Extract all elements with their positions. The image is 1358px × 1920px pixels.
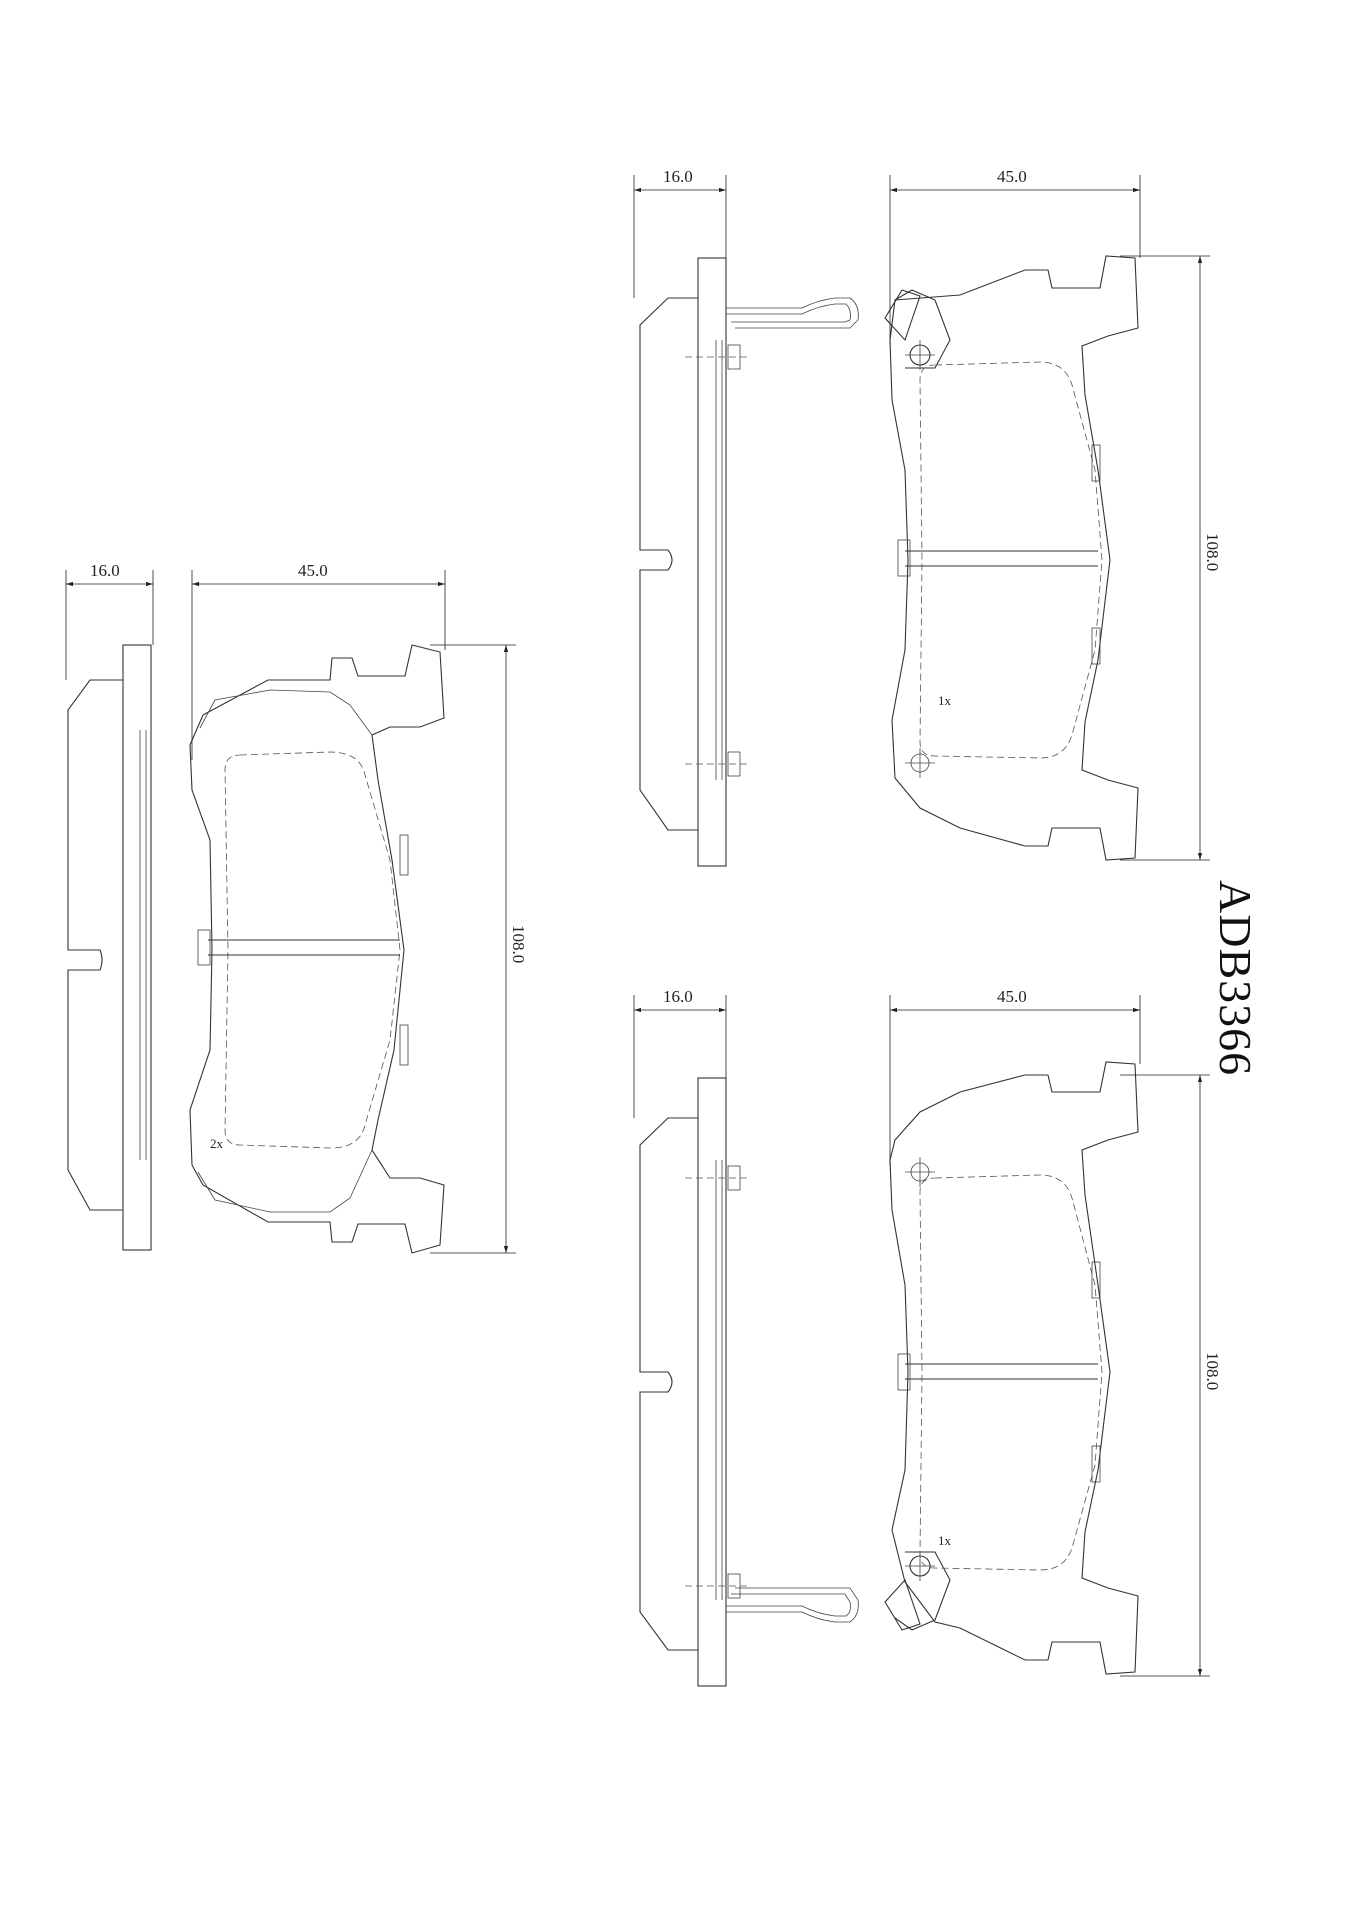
view-top-right-pad: 1x 16.0 45.0 108.0 xyxy=(633,167,1222,867)
side-profile-top-right xyxy=(639,257,859,867)
quantity-label-left: 2x xyxy=(210,1136,224,1151)
side-profile-left xyxy=(67,644,152,1251)
dim-height-top-right: 108.0 xyxy=(1203,533,1222,571)
quantity-label-top-right: 1x xyxy=(938,693,952,708)
pad-face-top-right: 1x xyxy=(884,255,1139,861)
dimensions-left: 16.0 45.0 108.0 xyxy=(65,561,528,1254)
dim-thickness-top-right: 16.0 xyxy=(663,167,693,186)
part-number: ADB3366 xyxy=(1210,880,1261,1077)
pad-face-bottom-right: 1x xyxy=(884,1061,1139,1675)
dim-height-left: 108.0 xyxy=(509,925,528,963)
view-bottom-right-pad: 1x 16.0 45.0 108.0 xyxy=(633,987,1222,1687)
pad-face-left: 2x xyxy=(189,644,445,1254)
dimensions-bottom-right: 16.0 45.0 108.0 xyxy=(633,987,1222,1677)
dim-thickness-left: 16.0 xyxy=(90,561,120,580)
dim-width-left: 45.0 xyxy=(298,561,328,580)
dim-height-bottom-right: 108.0 xyxy=(1203,1352,1222,1390)
dim-width-bottom-right: 45.0 xyxy=(997,987,1027,1006)
dim-thickness-bottom-right: 16.0 xyxy=(663,987,693,1006)
dimensions-top-right: 16.0 45.0 108.0 xyxy=(633,167,1222,861)
side-profile-bottom-right xyxy=(639,1077,859,1687)
dim-width-top-right: 45.0 xyxy=(997,167,1027,186)
view-left-pad: 2x 16.0 45.0 108.0 xyxy=(65,561,528,1254)
quantity-label-bottom-right: 1x xyxy=(938,1533,952,1548)
